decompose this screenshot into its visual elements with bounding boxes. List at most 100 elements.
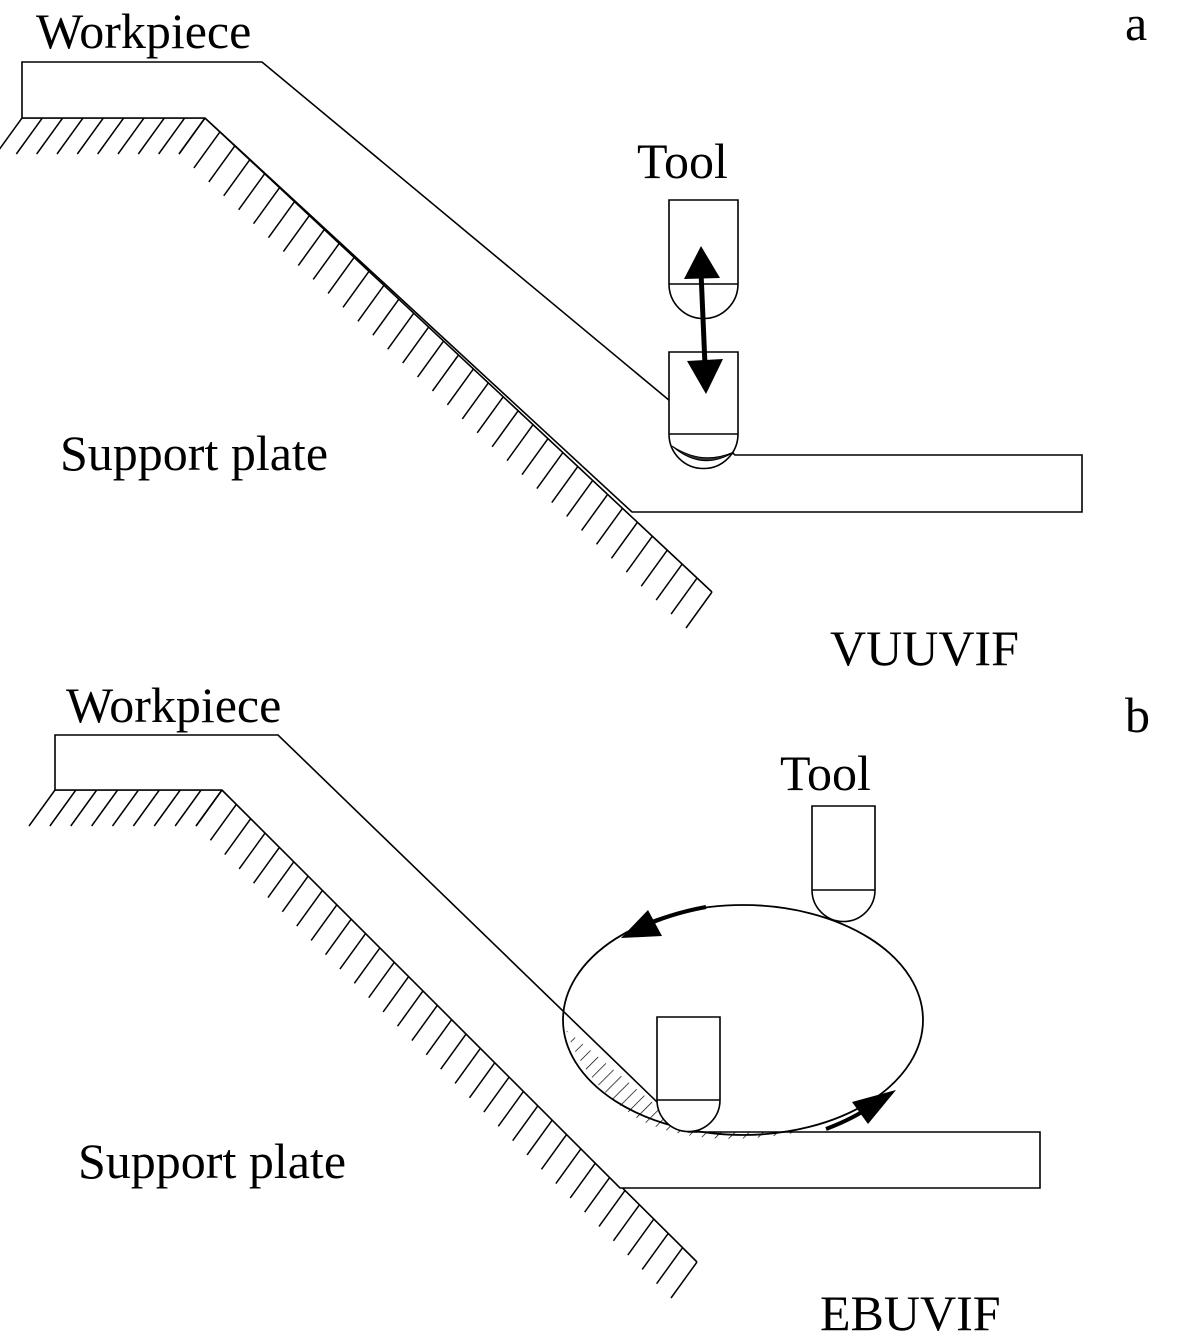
- hatch-tick: [368, 961, 396, 999]
- hatch-tick: [296, 889, 324, 927]
- panel-b-letter: b: [1125, 687, 1150, 743]
- panel-b-path-arrow-bottom: [825, 1090, 896, 1131]
- hatch-tick: [555, 1147, 583, 1185]
- hatch-tick: [70, 789, 98, 827]
- hatch-tick: [252, 846, 281, 884]
- hatch-tick: [396, 989, 425, 1027]
- panel-a-contact-zone: [671, 445, 735, 462]
- hatch-tick: [491, 410, 519, 448]
- hatch-tick: [655, 1247, 684, 1285]
- hatch-tick: [382, 975, 410, 1013]
- hatch-tick: [440, 1032, 468, 1070]
- panel-a-tool-label: Tool: [637, 133, 728, 189]
- panel-a-workpiece: [21, 61, 1083, 513]
- hatch-tick: [595, 507, 624, 545]
- hatch-tick: [117, 117, 145, 155]
- panel-a-vibration-arrow: [684, 246, 723, 394]
- hatch-tick: [310, 903, 338, 941]
- hatch-tick: [670, 1261, 698, 1299]
- panel-a: a Workpiece Tool Support plate VUUVIF: [0, 0, 1147, 676]
- hatch-tick: [670, 577, 698, 615]
- hatch-tick: [238, 173, 266, 211]
- hatch-tick: [312, 243, 340, 280]
- hatch-tick: [655, 563, 683, 601]
- panel-b-elliptical-path: [562, 904, 924, 1136]
- hatch-tick: [137, 117, 165, 155]
- hatch-tick: [97, 117, 125, 155]
- hatch-tick: [353, 946, 381, 984]
- hatch-tick: [402, 326, 430, 364]
- hatch-tick: [36, 117, 64, 155]
- panel-b-tool-label: Tool: [780, 745, 871, 801]
- panel-b-contact-zone: [566, 1030, 800, 1139]
- hatch-tick: [512, 1104, 540, 1142]
- hatch-tick: [569, 1161, 597, 1199]
- hatch-tick: [267, 861, 295, 898]
- hatch-tick: [468, 1061, 497, 1099]
- hatch-tick: [91, 789, 119, 827]
- hatch-tick: [208, 145, 236, 183]
- hatch-tick: [476, 396, 504, 434]
- panel-b-workpiece: [54, 734, 1041, 1189]
- hatch-tick: [267, 201, 296, 239]
- hatch-tick: [446, 368, 475, 406]
- hatch-tick: [111, 789, 140, 827]
- hatch-tick: [282, 215, 310, 253]
- panel-a-support-hatch: [0, 117, 713, 629]
- hatch-tick: [174, 789, 202, 827]
- hatch-tick: [56, 117, 84, 155]
- panel-a-tool-lower: [668, 351, 739, 470]
- panel-a-workpiece-label: Workpiece: [36, 3, 251, 59]
- panel-a-method-label: VUUVIF: [830, 620, 1019, 676]
- hatch-tick: [223, 159, 251, 197]
- hatch-tick: [454, 1047, 482, 1084]
- hatch-tick: [551, 466, 579, 503]
- hatch-tick: [28, 789, 56, 827]
- hatch-tick: [76, 117, 104, 155]
- hatch-tick: [598, 1190, 626, 1227]
- hatch-tick: [158, 117, 186, 155]
- hatch-tick: [483, 1075, 511, 1113]
- panel-b-workpiece-label: Workpiece: [66, 677, 281, 733]
- hatch-tick: [497, 1089, 525, 1127]
- hatch-tick: [238, 832, 266, 870]
- panel-b-method-label: EBUVIF: [820, 1285, 1001, 1341]
- hatch-tick: [581, 493, 609, 531]
- hatch-tick: [627, 1218, 655, 1256]
- panel-a-letter: a: [1125, 0, 1147, 51]
- hatch-tick: [209, 803, 238, 841]
- panel-a-support-label: Support plate: [60, 425, 328, 481]
- hatch-tick: [372, 298, 400, 336]
- hatch-tick: [193, 131, 221, 169]
- panel-b-tool-upper: [811, 805, 876, 923]
- hatch-tick: [461, 382, 489, 420]
- hatch-tick: [0, 117, 23, 150]
- hatch-tick: [195, 789, 223, 827]
- panel-b-support-hatch: [28, 789, 698, 1299]
- hatch-tick: [431, 354, 460, 392]
- hatch-tick: [252, 187, 281, 225]
- hatch-tick: [387, 312, 415, 350]
- hatch-tick: [327, 256, 355, 294]
- hatch-tick: [178, 117, 206, 155]
- hatch-tick: [540, 1132, 569, 1170]
- hatch-tick: [224, 818, 252, 856]
- hatch-tick: [153, 789, 181, 827]
- hatch-tick: [625, 535, 653, 573]
- hatch-tick: [612, 1204, 641, 1242]
- hatch-tick: [49, 789, 77, 827]
- panel-b: b Workpiece Tool Support plate EBUVIF: [28, 677, 1150, 1341]
- panel-b-support-label: Support plate: [78, 1133, 346, 1189]
- hatch-tick: [521, 438, 549, 476]
- hatch-tick: [132, 789, 160, 827]
- hatch-tick: [339, 932, 367, 970]
- hatch-tick: [526, 1118, 554, 1156]
- hatch-tick: [685, 591, 713, 629]
- hatch-tick: [342, 270, 370, 308]
- panel-b-tool-lower: [656, 1016, 721, 1133]
- hatch-tick: [536, 452, 564, 490]
- hatch-tick: [641, 1232, 669, 1270]
- hatch-tick: [506, 424, 534, 462]
- hatch-tick: [411, 1004, 439, 1041]
